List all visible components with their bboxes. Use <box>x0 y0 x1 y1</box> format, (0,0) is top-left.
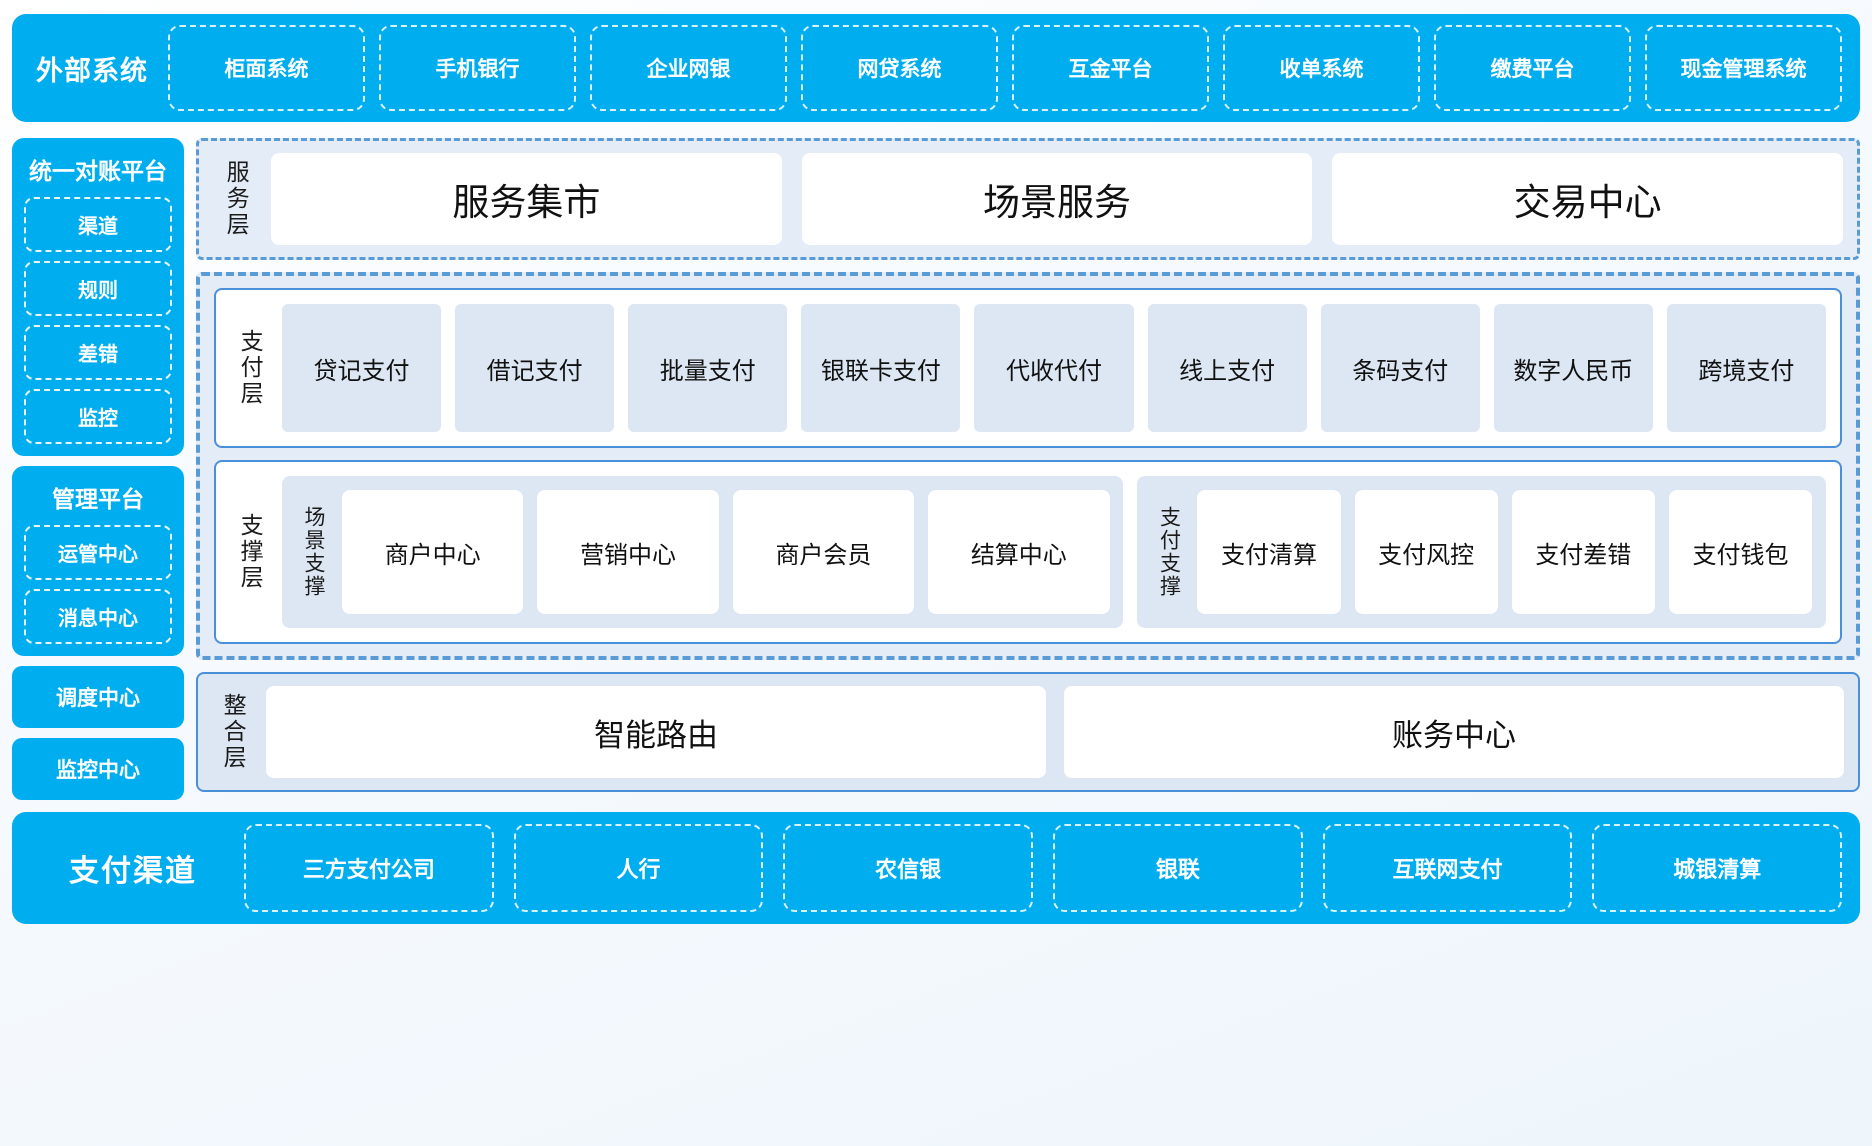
rail-item-monitoring-center[interactable]: 监控中心 <box>12 738 184 800</box>
service-card-marketplace[interactable]: 服务集市 <box>271 153 782 245</box>
external-system-chip[interactable]: 柜面系统 <box>168 25 365 111</box>
payment-tile[interactable]: 银联卡支付 <box>801 304 961 432</box>
service-layer-label: 服务层 <box>223 160 250 238</box>
rail-item-monitor[interactable]: 监控 <box>24 389 172 444</box>
rail-item-scheduling-center[interactable]: 调度中心 <box>12 666 184 728</box>
support-card-settlement-center[interactable]: 结算中心 <box>928 490 1110 614</box>
service-layer-row: 服务层 服务集市 场景服务 交易中心 <box>213 153 1844 245</box>
reconciliation-platform-group: 统一对账平台 渠道 规则 差错 监控 <box>12 138 184 456</box>
payment-channel-chip[interactable]: 互联网支付 <box>1322 824 1573 912</box>
payment-channels-title: 支付渠道 <box>69 855 197 888</box>
support-card-payment-clearing[interactable]: 支付清算 <box>1197 490 1341 614</box>
reconciliation-platform-title: 统一对账平台 <box>29 158 167 184</box>
payment-channel-chip[interactable]: 人行 <box>513 824 764 912</box>
payment-tile[interactable]: 线上支付 <box>1147 304 1307 432</box>
support-layer-panel: 支撑层 场景支撑 商户中心 营销中心 商户会员 结算中心 <box>214 460 1842 644</box>
rail-item-rule[interactable]: 规则 <box>24 261 172 316</box>
external-system-chip[interactable]: 缴费平台 <box>1434 25 1631 111</box>
service-layer-container: 服务层 服务集市 场景服务 交易中心 <box>196 138 1860 260</box>
payment-channel-chip[interactable]: 三方支付公司 <box>244 824 494 912</box>
payment-support-label: 支付支撑 <box>1157 506 1181 598</box>
integration-card-smart-routing[interactable]: 智能路由 <box>266 686 1046 778</box>
integration-card-accounting-center[interactable]: 账务中心 <box>1064 686 1844 778</box>
scenario-support-cards: 商户中心 营销中心 商户会员 结算中心 <box>342 490 1110 614</box>
payment-channels-band: 支付渠道 三方支付公司 人行 农信银 银联 互联网支付 城银清算 <box>12 812 1860 924</box>
service-card-transaction[interactable]: 交易中心 <box>1332 153 1844 245</box>
support-layer-groups: 场景支撑 商户中心 营销中心 商户会员 结算中心 支付支撑 支付清算 <box>282 476 1826 628</box>
service-card-scenario[interactable]: 场景服务 <box>801 153 1313 245</box>
external-system-chip[interactable]: 收单系统 <box>1223 25 1420 111</box>
payment-channels-items: 三方支付公司 人行 农信银 银联 互联网支付 城银清算 <box>244 824 1843 912</box>
external-system-chip[interactable]: 现金管理系统 <box>1645 25 1842 111</box>
support-card-merchant-member[interactable]: 商户会员 <box>732 490 915 614</box>
support-layer-label: 支撑层 <box>237 513 264 591</box>
external-system-chip[interactable]: 企业网银 <box>590 25 787 111</box>
external-system-chip[interactable]: 网贷系统 <box>801 25 998 111</box>
rail-item-message-center[interactable]: 消息中心 <box>24 589 172 644</box>
service-layer-cards: 服务集市 场景服务 交易中心 <box>271 153 1844 245</box>
payment-channel-chip[interactable]: 银联 <box>1053 824 1303 912</box>
support-card-payment-wallet[interactable]: 支付钱包 <box>1668 490 1813 614</box>
payment-tile[interactable]: 跨境支付 <box>1666 304 1826 432</box>
scenario-support-group: 场景支撑 商户中心 营销中心 商户会员 结算中心 <box>282 476 1124 628</box>
payment-tile[interactable]: 借记支付 <box>455 304 615 432</box>
integration-layer-label: 整合层 <box>220 693 247 771</box>
left-rail: 统一对账平台 渠道 规则 差错 监控 管理平台 运管中心 消息中心 调度中心 监… <box>12 138 184 800</box>
payment-channel-chip[interactable]: 农信银 <box>783 824 1034 912</box>
payment-tile[interactable]: 数字人民币 <box>1493 304 1653 432</box>
support-card-payment-error[interactable]: 支付差错 <box>1511 490 1655 614</box>
rail-item-operations-center[interactable]: 运管中心 <box>24 525 172 580</box>
management-platform-group: 管理平台 运管中心 消息中心 <box>12 466 184 656</box>
payment-channel-chip[interactable]: 城银清算 <box>1592 824 1843 912</box>
payment-tile[interactable]: 代收代付 <box>974 304 1134 432</box>
scenario-support-label: 场景支撑 <box>302 506 326 598</box>
layer-stack: 服务层 服务集市 场景服务 交易中心 支付层 贷记支付 借记支付 批量 <box>196 138 1860 792</box>
payment-layer-label: 支付层 <box>237 329 264 407</box>
external-systems-band: 外部系统 柜面系统 手机银行 企业网银 网贷系统 互金平台 收单系统 缴费平台 … <box>12 14 1860 122</box>
external-system-chip[interactable]: 互金平台 <box>1012 25 1209 111</box>
payment-tile[interactable]: 批量支付 <box>628 304 788 432</box>
support-card-merchant-center[interactable]: 商户中心 <box>342 490 524 614</box>
payment-support-cards: 支付清算 支付风控 支付差错 支付钱包 <box>1197 490 1813 614</box>
payment-layer-tiles: 贷记支付 借记支付 批量支付 银联卡支付 代收代付 线上支付 条码支付 数字人民… <box>282 304 1826 432</box>
management-platform-title: 管理平台 <box>52 486 144 512</box>
payment-tile[interactable]: 条码支付 <box>1320 304 1480 432</box>
rail-item-error[interactable]: 差错 <box>24 325 172 380</box>
integration-layer-cards: 智能路由 账务中心 <box>266 686 1844 778</box>
payment-support-group: 支付支撑 支付清算 支付风控 支付差错 支付钱包 <box>1137 476 1826 628</box>
support-card-marketing-center[interactable]: 营销中心 <box>537 490 719 614</box>
payment-layer-panel: 支付层 贷记支付 借记支付 批量支付 银联卡支付 代收代付 线上支付 条码支付 … <box>214 288 1842 448</box>
rail-item-channel[interactable]: 渠道 <box>24 197 172 252</box>
external-system-chip[interactable]: 手机银行 <box>379 25 576 111</box>
core-layers-container: 支付层 贷记支付 借记支付 批量支付 银联卡支付 代收代付 线上支付 条码支付 … <box>196 272 1860 660</box>
platform-middle-region: 统一对账平台 渠道 规则 差错 监控 管理平台 运管中心 消息中心 调度中心 监… <box>12 138 1860 800</box>
external-systems-title: 外部系统 <box>36 55 148 86</box>
payment-tile[interactable]: 贷记支付 <box>282 304 442 432</box>
external-systems-items: 柜面系统 手机银行 企业网银 网贷系统 互金平台 收单系统 缴费平台 现金管理系… <box>168 25 1842 111</box>
integration-layer-panel: 整合层 智能路由 账务中心 <box>196 672 1860 792</box>
support-card-payment-riskcontrol[interactable]: 支付风控 <box>1354 490 1498 614</box>
